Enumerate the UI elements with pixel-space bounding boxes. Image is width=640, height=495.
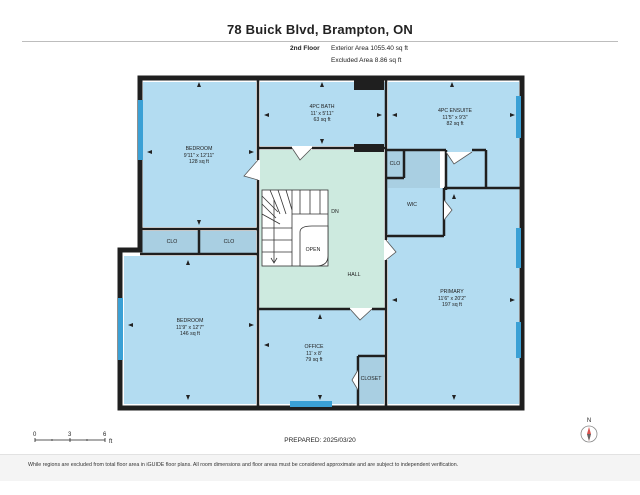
bedroom-bottom-dims: 11'9" x 12'7" (175, 324, 205, 331)
primary-name: PRIMARY (440, 289, 464, 295)
ensuite-area: 82 sq ft (446, 121, 464, 127)
excluded-area: Excluded Area 8.86 sq ft (331, 57, 402, 64)
disclaimer-text: While regions are excluded from total fl… (28, 462, 459, 468)
bath-dims: 11' x 5'11" (310, 110, 334, 117)
room-label-ensuite: 4PC ENSUITE 11'5" x 9'3" 82 sq ft (438, 108, 472, 128)
prepared-date: PREPARED: 2025/03/20 (284, 437, 356, 444)
scale-tick-3: 3 (68, 432, 72, 438)
hall-label: HALL (347, 272, 361, 278)
scale-bar: 0 3 6 ft (33, 432, 113, 445)
bedroom-bottom-area: 146 sq ft (180, 331, 200, 337)
open-label: OPEN (305, 247, 321, 253)
clo-left2-fill (200, 231, 256, 253)
bedroom-bottom-fill (124, 256, 256, 404)
ensuite-name: 4PC ENSUITE (437, 108, 473, 114)
bath-area: 63 sq ft (313, 117, 331, 123)
office-name: OFFICE (304, 344, 324, 350)
bedroom-top-area: 128 sq ft (189, 159, 209, 165)
bedroom-top-name: BEDROOM (185, 146, 213, 152)
primary-area: 197 sq ft (442, 302, 462, 308)
exterior-area: Exterior Area 1055.40 sq ft (331, 45, 408, 52)
title-rule (22, 41, 618, 42)
clo-top-label: CLO (389, 161, 401, 167)
outer-walls (117, 75, 525, 411)
dimension-ticks (128, 82, 515, 400)
scale-tick-0: 0 (33, 432, 37, 438)
room-label-office: OFFICE 11' x 8' 79 sq ft (304, 344, 323, 364)
ensuite-dims: 11'5" x 9'3" (442, 114, 468, 121)
clo-top-fill (386, 152, 403, 176)
wall-block-bath (354, 80, 384, 90)
bath-fill (260, 82, 385, 146)
inner-walls (140, 78, 522, 408)
clo-right-label: CLO (223, 239, 235, 245)
wic-label: WIC (406, 202, 418, 208)
office-dims: 11' x 8' (306, 350, 322, 357)
bedroom-top-dims: 9'11" x 12'11" (183, 152, 215, 159)
clo-left-fill (142, 231, 198, 253)
bedroom-bottom-name: BEDROOM (176, 318, 204, 324)
primary-dims: 11'6" x 20'2" (437, 295, 467, 302)
page-title: 78 Buick Blvd, Brampton, ON (227, 22, 413, 37)
closet-fill (360, 358, 384, 404)
room-label-bedroom-bottom: BEDROOM 11'9" x 12'7" 146 sq ft (176, 318, 204, 338)
primary-top-fill (444, 188, 519, 192)
wall-block-ensuite (354, 144, 384, 152)
doors (243, 147, 473, 391)
compass-north-label: N (587, 418, 591, 424)
scale-unit: ft (109, 439, 113, 445)
closet-label: CLOSET (360, 376, 382, 382)
scale-tick-6: 6 (103, 432, 107, 438)
primary-fill (388, 188, 519, 404)
windows (118, 96, 521, 407)
office-area: 79 sq ft (305, 357, 323, 363)
floor-label: 2nd Floor (290, 45, 320, 52)
clo-left-label: CLO (166, 239, 178, 245)
room-label-bath: 4PC BATH 11' x 5'11" 63 sq ft (310, 104, 335, 124)
dn-label: DN (331, 209, 339, 215)
room-label-bedroom-top: BEDROOM 9'11" x 12'11" 128 sq ft (184, 146, 215, 166)
room-label-primary: PRIMARY 11'6" x 20'2" 197 sq ft (438, 289, 466, 309)
disclaimer-footer: While regions are excluded from total fl… (0, 454, 640, 481)
ensuite-fill (388, 82, 519, 150)
staircase (261, 189, 329, 267)
bath-name: 4PC BATH (309, 104, 335, 110)
bedroom-top-fill (143, 82, 256, 227)
compass-icon: N (580, 418, 598, 443)
